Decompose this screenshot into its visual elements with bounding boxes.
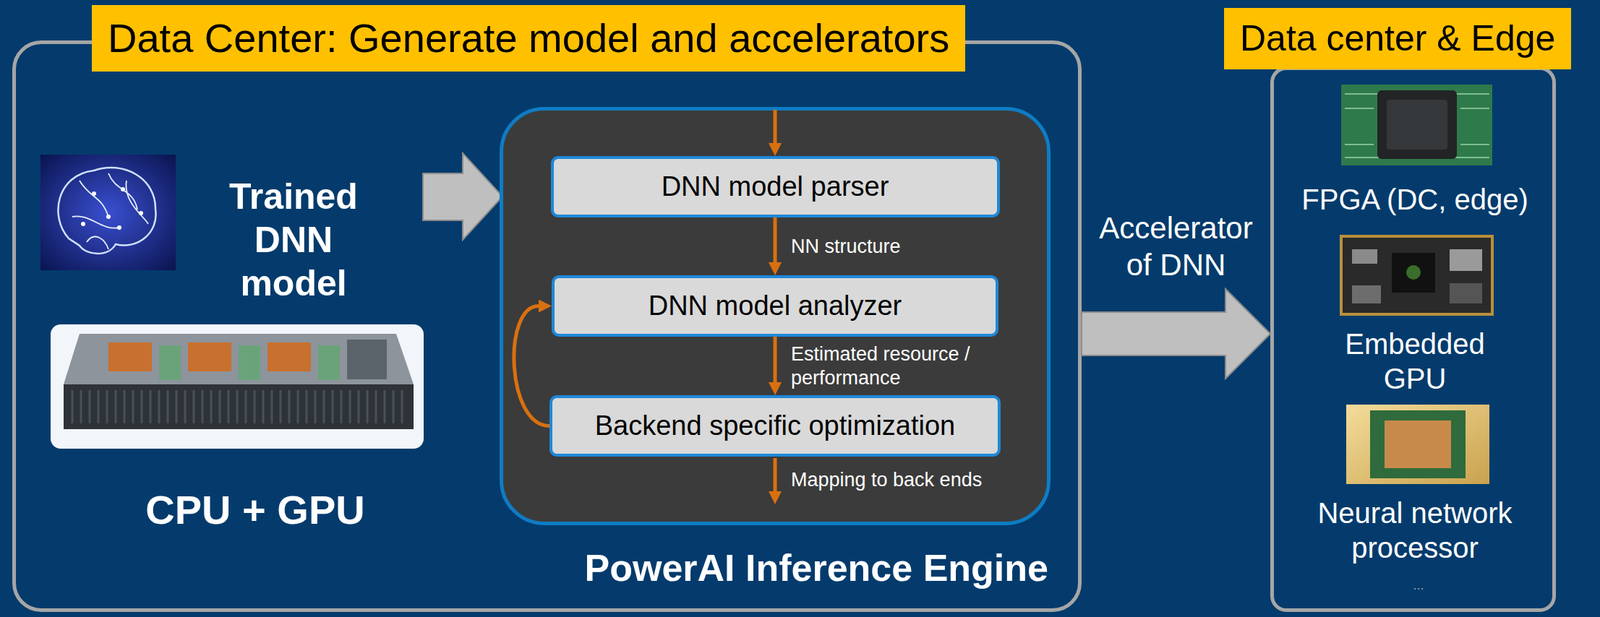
process-box: Backend specific optimization: [549, 395, 1001, 457]
npu-image-part: [1346, 404, 1490, 485]
edge-label: Accelerator of DNN: [1085, 210, 1267, 284]
input-label: Trained DNN model: [229, 174, 358, 306]
flow-arrow: [1081, 289, 1271, 379]
server-image-part: [267, 342, 311, 372]
fpga-image-part: [1377, 90, 1457, 160]
flow-arrow: [773, 217, 778, 263]
box-text: DNN model analyzer: [648, 290, 903, 323]
fpga-image: [1341, 84, 1493, 166]
heading-tab: Data Center: Generate model and accelera…: [91, 5, 966, 72]
server-image-part: [63, 334, 414, 385]
server-image-part: [187, 342, 232, 372]
brain-image-part: [91, 191, 97, 196]
input-arrow: [773, 109, 778, 144]
server-image-part: [63, 384, 414, 430]
npu-image: [1346, 404, 1490, 485]
server-image-part: [159, 345, 181, 381]
gpu-board-image-part: [1406, 265, 1421, 280]
box-text: Backend specific optimization: [595, 410, 956, 443]
server-image-part: [318, 345, 340, 381]
hardware-label: CPU + GPU: [145, 485, 365, 535]
brain-image-part: [138, 211, 144, 216]
brain-image-part: [80, 221, 86, 227]
brain-image-part: [40, 154, 176, 271]
edge-label: NN structure: [790, 234, 901, 259]
device-label: FPGA (DC, edge): [1301, 182, 1528, 217]
feedback-arrow: [514, 306, 550, 427]
gpu-board-image-part: [1352, 285, 1381, 304]
gpu-board-image-part: [1449, 283, 1483, 304]
brain-image: [40, 154, 176, 271]
fpga-image-part: [1386, 99, 1448, 150]
flow-arrow: [422, 153, 503, 241]
npu-image-part: [1384, 420, 1452, 469]
server-image: [50, 324, 424, 449]
flow-arrow: [773, 336, 778, 383]
brain-image-part: [106, 214, 111, 220]
edge-label: Estimated resource / performance: [790, 342, 1030, 390]
box-text: DNN model parser: [661, 171, 890, 204]
ellipsis-label: ...: [1412, 578, 1424, 595]
engine-caption: PowerAI Inference Engine: [584, 547, 1050, 591]
brain-image-part: [117, 225, 122, 230]
brain-image-part: [120, 187, 126, 192]
heading-tab: Data center & Edge: [1224, 7, 1572, 70]
gpu-board-image-part: [1341, 236, 1493, 315]
server-image-part: [50, 324, 424, 449]
flow-arrow-part: [422, 153, 503, 241]
process-box: DNN model parser: [550, 156, 1000, 218]
gpu-board-image-part: [1341, 236, 1493, 315]
brain-image-part: [57, 167, 156, 254]
gpu-board-image-part: [1449, 249, 1483, 272]
gpu-board-image: [1341, 236, 1493, 315]
device-label: Embedded GPU: [1344, 326, 1485, 397]
fpga-image-part: [1341, 84, 1493, 166]
brain-image-part: [72, 173, 149, 250]
process-box: DNN model analyzer: [551, 275, 999, 337]
fpga-image-part: [1344, 93, 1490, 158]
server-image-part: [347, 339, 387, 380]
npu-image-part: [1370, 410, 1466, 479]
server-image-part: [108, 342, 152, 372]
device-label: Neural network processor: [1292, 495, 1538, 566]
server-image-part: [238, 345, 261, 381]
server-image-part: [72, 390, 402, 424]
gpu-board-image-part: [1352, 249, 1378, 264]
flow-label: Mapping to back ends: [790, 468, 982, 492]
gpu-board-image-part: [1391, 253, 1436, 293]
output-arrow: [773, 458, 778, 492]
